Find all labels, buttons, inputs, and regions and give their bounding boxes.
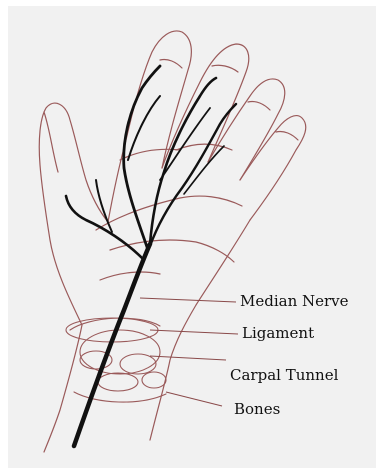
little-finger-outline [240, 116, 306, 220]
ring-finger-outline [208, 79, 285, 180]
ring-finger-crease [248, 101, 270, 110]
carpal-bone-4 [142, 372, 166, 388]
nerve-branch-middle [150, 78, 216, 244]
carpal-bone-2 [120, 354, 156, 374]
nerve-trunk [74, 244, 150, 446]
carpal-bone-3 [98, 373, 138, 391]
label-bones: Bones [234, 400, 280, 418]
leader-ligament [150, 330, 238, 334]
label-carpal-tunnel: Carpal Tunnel [230, 366, 339, 384]
thumb-inner-line [44, 112, 58, 172]
index-finger-crease [160, 59, 182, 68]
middle-finger-crease [212, 65, 238, 72]
nerve-branch-thumb-2 [96, 180, 112, 232]
label-ligament: Ligament [242, 324, 314, 342]
leader-carpal-tunnel [150, 356, 226, 360]
palm-crease-3 [100, 272, 160, 280]
carpal-tunnel-outline [80, 330, 160, 374]
nerve-branch-thumb [66, 196, 142, 258]
leader-bones [166, 392, 222, 406]
leader-median-nerve [140, 298, 236, 302]
hand-outline [39, 31, 306, 452]
palm-crease-1 [96, 196, 242, 230]
little-finger-crease [276, 131, 298, 140]
leader-lines [140, 298, 238, 406]
median-nerve [66, 66, 236, 446]
palm-crease-2 [110, 240, 234, 262]
label-median-nerve: Median Nerve [240, 292, 349, 310]
